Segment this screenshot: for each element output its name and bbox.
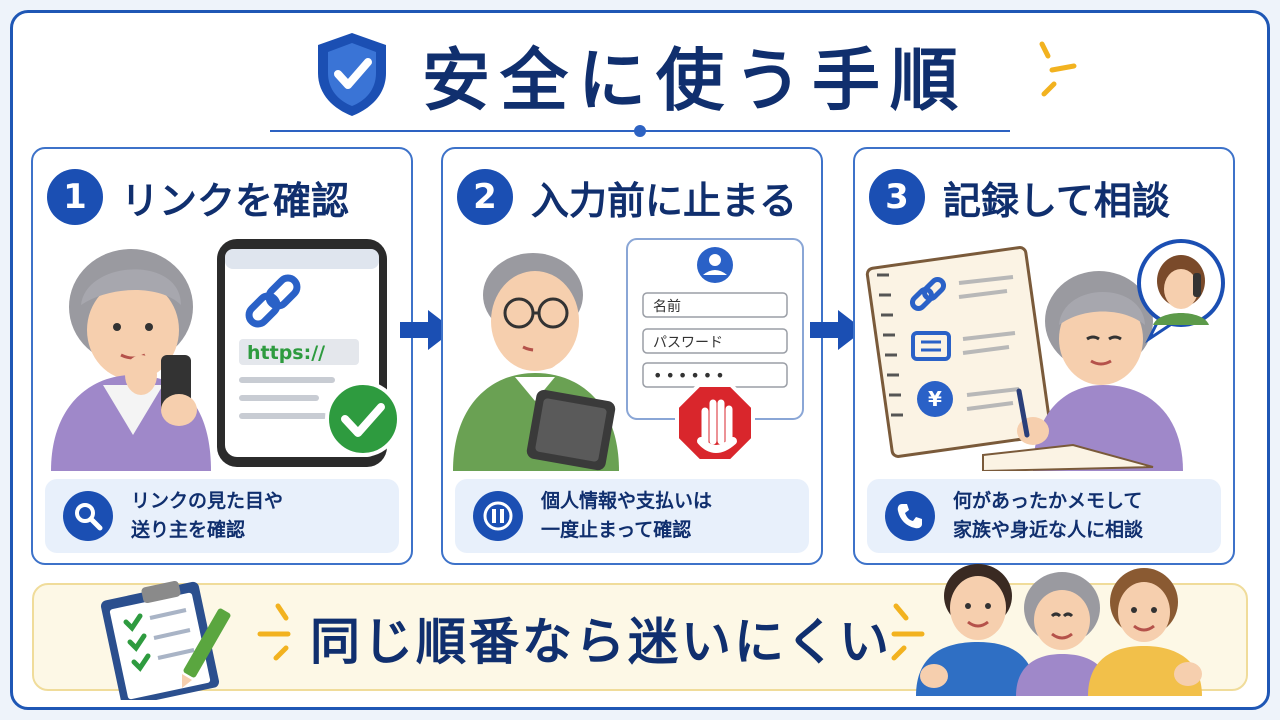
grandmother-writing-figure — [982, 271, 1183, 471]
smartphone-illustration: https:// — [217, 239, 401, 467]
header: 安全に使う手順 — [0, 24, 1280, 124]
stop-hand-icon — [675, 383, 755, 463]
pen-icon — [1016, 388, 1030, 438]
check-badge-icon — [325, 381, 401, 457]
form-name-label: 名前 — [653, 298, 681, 315]
step-number-3: 3 — [869, 169, 925, 225]
grandfather-figure — [453, 253, 619, 471]
step-note-2: 個人情報や支払いは 一度止まって確認 — [455, 479, 809, 553]
form-masked-value: •••••• — [653, 366, 728, 385]
form-password-label: パスワード — [653, 335, 723, 351]
step-title-3: 記録して相談 — [943, 178, 1170, 223]
pause-icon — [473, 491, 523, 541]
link-chain-icon — [245, 274, 301, 328]
man-figure — [916, 564, 1036, 696]
step-note-1: リンクの見た目や 送り主を確認 — [45, 479, 399, 553]
link-chain-icon — [909, 276, 947, 312]
sparkle-icon — [891, 603, 925, 661]
woman-figure — [1088, 568, 1202, 696]
title-divider-dot — [634, 125, 646, 137]
login-form-illustration: 名前 パスワード •••••• — [626, 238, 804, 420]
sparkle-icon — [1039, 41, 1077, 97]
family-group-illustration — [916, 564, 1202, 696]
shield-check-icon — [317, 33, 386, 116]
step-title-1: リンクを確認 — [121, 178, 350, 223]
notebook-illustration: ¥ — [865, 246, 1053, 458]
arrow-right-icon — [810, 310, 864, 350]
grandmother-center-figure — [1016, 572, 1110, 696]
step-number-2: 2 — [457, 169, 513, 225]
illustration-stop-before-input: 名前 パスワード •••••• — [453, 238, 804, 471]
illustration-check-link: https:// — [51, 239, 401, 471]
step-title-2: 入力前に止まる — [531, 178, 798, 223]
step-note-3: 何があったかメモして 家族や身近な人に相談 — [867, 479, 1221, 553]
step-card-3: 3 記録して相談 ¥ — [853, 147, 1235, 565]
yen-symbol: ¥ — [928, 387, 942, 411]
step-number-1: 1 — [47, 169, 103, 225]
url-text: https:// — [247, 342, 325, 364]
message-icon — [911, 331, 951, 361]
magnifier-icon — [63, 491, 113, 541]
summary-text: 同じ順番なら迷いにくい — [310, 613, 892, 671]
step-card-2: 2 入力前に止まる 名前 パスワード •••••• — [441, 147, 823, 565]
step-note-text-2: 個人情報や支払いは 一度止まって確認 — [541, 490, 713, 541]
step-card-1: 1 リンクを確認 https:// — [31, 147, 413, 565]
phone-icon — [885, 491, 935, 541]
step-note-text-3: 何があったかメモして 家族や身近な人に相談 — [953, 490, 1144, 541]
grandmother-figure — [51, 249, 211, 471]
sparkle-icon — [257, 603, 291, 661]
illustration-record-and-consult: ¥ — [865, 239, 1225, 471]
page-title: 安全に使う手順 — [421, 41, 968, 121]
step-note-text-1: リンクの見た目や 送り主を確認 — [131, 490, 284, 541]
yen-icon — [917, 381, 953, 417]
arrow-right-icon — [400, 310, 454, 350]
phone-call-bubble — [1137, 239, 1225, 344]
clipboard-checklist-icon — [100, 580, 231, 700]
